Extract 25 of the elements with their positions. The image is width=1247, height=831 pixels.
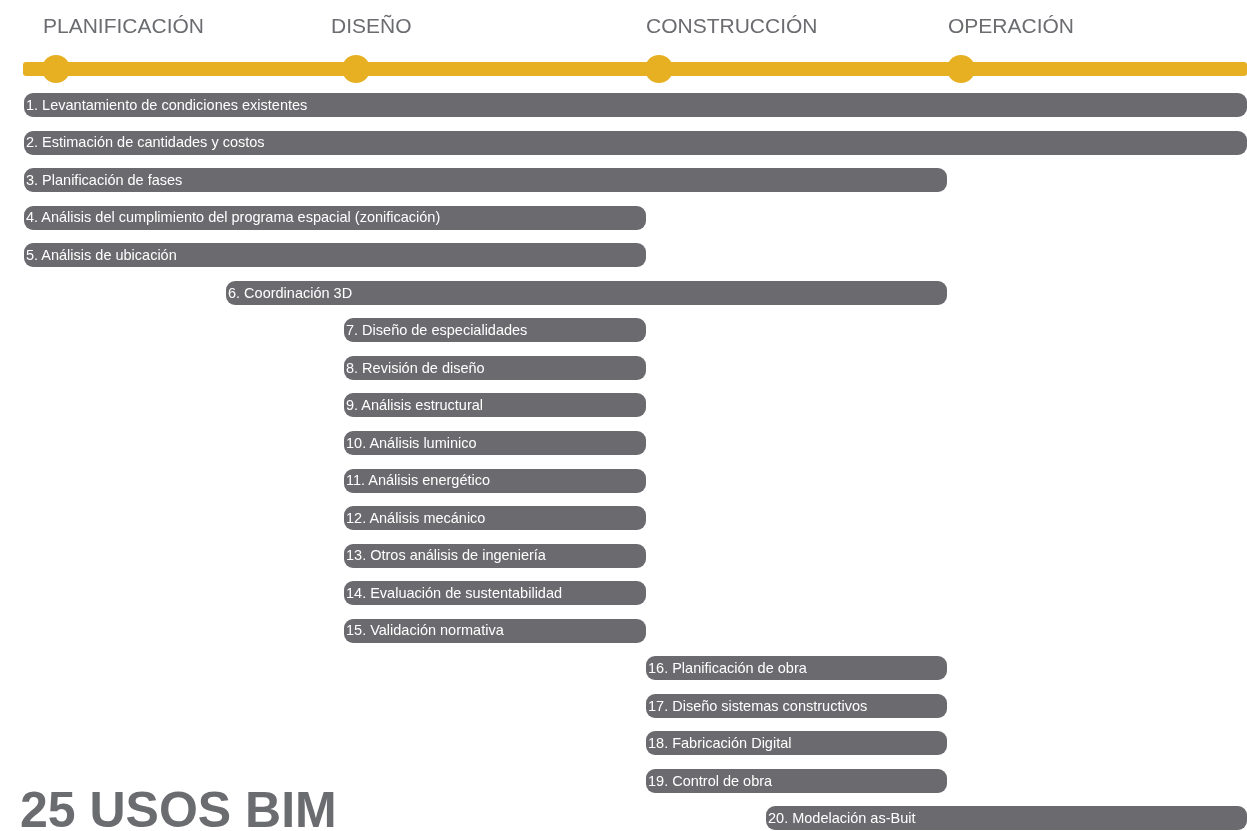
timeline-bar-item: 4. Análisis del cumplimiento del programa espacial (zonificación) xyxy=(24,205,646,230)
timeline-bar-item: 16. Planificación de obra xyxy=(646,656,947,681)
timeline-bar-item: 20. Modelación as-Buit xyxy=(766,806,1247,831)
timeline-bar-item: 18. Fabricación Digital xyxy=(646,731,947,756)
timeline-bar-item: 10. Análisis luminico xyxy=(344,430,646,455)
timeline-bar-item: 7. Diseño de especialidades xyxy=(344,318,646,343)
timeline-bar-item: 12. Análisis mecánico xyxy=(344,506,646,531)
timeline-bar-item: 19. Control de obra xyxy=(646,768,947,793)
timeline-bar-item: 9. Análisis estructural xyxy=(344,393,646,418)
timeline-bar-item: 14. Evaluación de sustentabilidad xyxy=(344,581,646,606)
timeline-bar-item: 8. Revisión de diseño xyxy=(344,355,646,380)
timeline-bar-item: 13. Otros análisis de ingeniería xyxy=(344,543,646,568)
timeline-bar-item: 11. Análisis energético xyxy=(344,468,646,493)
timeline-bar-item: 1. Levantamiento de condiciones existentes xyxy=(24,93,1247,117)
title: 25 USOS BIM xyxy=(20,785,337,831)
timeline-bar-item: 17. Diseño sistemas constructivos xyxy=(646,693,947,718)
phase-heading: OPERACIÓN xyxy=(948,15,1075,36)
timeline-bar-item: 5. Análisis de ubicación xyxy=(24,243,646,268)
phase-heading: DISEÑO xyxy=(331,15,412,36)
phase-heading: PLANIFICACIÓN xyxy=(43,15,205,36)
phase-heading: CONSTRUCCIÓN xyxy=(646,15,818,36)
timeline-bar-item: 15. Validación normativa xyxy=(344,618,646,643)
timeline-bar-item: 3. Planificación de fases xyxy=(24,168,947,193)
timeline-bar-item: 6. Coordinación 3D xyxy=(226,280,947,305)
timeline-bar-item: 2. Estimación de cantidades y costos xyxy=(24,130,1247,155)
